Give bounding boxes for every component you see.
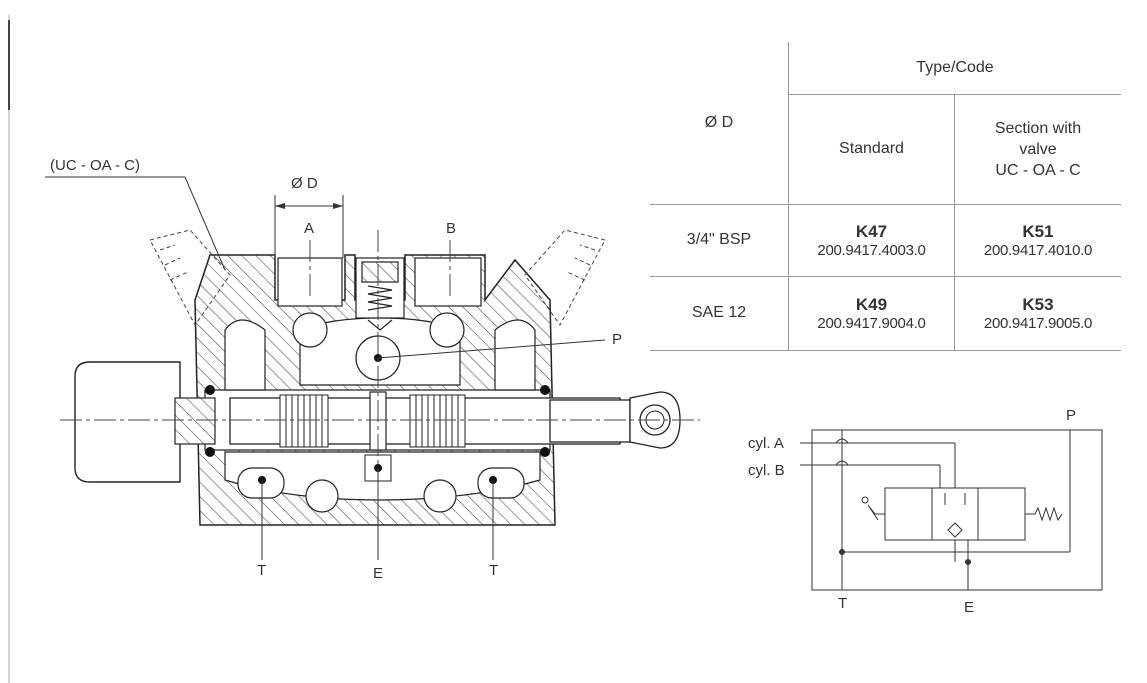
row-2-standard-code: 200.9417.9004.0: [817, 314, 926, 332]
row-1-diameter-cell: 3/4" BSP: [650, 203, 789, 276]
schematic-e-label: E: [964, 599, 974, 616]
lever-actuator: [867, 504, 885, 521]
header-standard-cell: Standard: [788, 94, 955, 204]
right-channel: [494, 319, 536, 391]
row-2-standard-k: K49: [855, 294, 888, 314]
row-1-standard-code: 200.9417.4003.0: [817, 241, 926, 259]
spool-rod: [549, 399, 631, 443]
section-leader: [45, 176, 226, 271]
row-2-standard-cell: K49 200.9417.9004.0: [788, 275, 955, 351]
left-end-cap: [74, 361, 181, 483]
port-a-drill: [292, 312, 328, 348]
schematic-t-label: T: [838, 595, 847, 612]
table-row: SAE 12 K49 200.9417.9004.0 K53 200.9417.…: [650, 275, 1121, 351]
diameter-label: Ø D: [291, 175, 318, 192]
seal-right-bottom: [540, 447, 550, 457]
valve-cross-section: (UC - OA - C) Ø D A B P T E T: [45, 157, 700, 582]
tank-drill-left: [305, 479, 339, 513]
spec-table: Ø D Type/Code Standard Section with valv…: [650, 42, 1121, 351]
header-valve-line-3: UC - OA - C: [995, 161, 1081, 179]
p-leader: [377, 339, 606, 359]
row-1-standard-k: K47: [855, 221, 888, 241]
left-cap-plug: [174, 397, 216, 445]
tank-port-right: [477, 467, 525, 499]
phantom-valve-right: [524, 229, 606, 326]
cyl-a-label: cyl. A: [748, 435, 784, 452]
row-1-valve-code: 200.9417.4010.0: [983, 241, 1093, 259]
row-1-valve-k: K51: [1022, 221, 1054, 241]
row-2-valve-cell: K53 200.9417.9005.0: [953, 275, 1121, 351]
spool-lands-right: [409, 394, 466, 448]
header-diameter-cell: Ø D: [650, 42, 789, 204]
header-type: Type/Code: [916, 58, 994, 76]
left-channel: [224, 319, 266, 391]
port-t-right-label: T: [489, 562, 498, 579]
valve-envelope: [884, 487, 1026, 541]
seal-left-top: [205, 385, 215, 395]
port-b-drill: [429, 312, 465, 348]
phantom-valve-left: [149, 229, 231, 326]
row-2-diameter-cell: SAE 12: [650, 275, 789, 351]
header-valve-line-1: Section with: [994, 119, 1082, 137]
port-t-left-label: T: [257, 562, 266, 579]
schematic-frame: [811, 429, 1103, 591]
header-valve-line-2: valve: [1019, 140, 1057, 158]
port-p-label: P: [612, 331, 622, 348]
dim-arrow-left: [275, 203, 285, 209]
table-row: 3/4" BSP K47 200.9417.4003.0 K51 200.941…: [650, 203, 1121, 276]
seal-right-top: [540, 385, 550, 395]
port-b-label: B: [446, 220, 456, 237]
cyl-b-label: cyl. B: [748, 462, 785, 479]
relief-spring: [361, 261, 399, 331]
row-2-diameter: SAE 12: [691, 304, 747, 321]
port-a-label: A: [304, 220, 314, 237]
schematic-labels: cyl. A cyl. B P T E: [748, 407, 1076, 616]
row-1-diameter: 3/4" BSP: [686, 231, 752, 248]
section-label: (UC - OA - C): [50, 157, 140, 174]
spool-lands-left: [279, 394, 329, 448]
header-type-cell: Type/Code: [788, 42, 1121, 95]
port-e-label: E: [373, 565, 383, 582]
header-valve-cell: Section with valve UC - OA - C: [953, 94, 1121, 204]
row-1-valve-cell: K51 200.9417.4010.0: [953, 203, 1121, 276]
row-2-valve-code: 200.9417.9005.0: [983, 314, 1093, 332]
schematic-p-label: P: [1066, 407, 1076, 424]
tank-drill-right: [423, 479, 457, 513]
row-1-standard-cell: K47 200.9417.4003.0: [788, 203, 955, 276]
seal-left-bottom: [205, 447, 215, 457]
header-standard: Standard: [839, 140, 904, 157]
port-b-cavity: [414, 257, 482, 307]
return-spring: [1025, 506, 1063, 522]
dim-arrow-right: [333, 203, 343, 209]
row-2-valve-k: K53: [1022, 294, 1054, 314]
check-valve: [947, 522, 963, 538]
header-diameter: Ø D: [704, 113, 734, 131]
hydraulic-schematic: [800, 429, 1103, 591]
